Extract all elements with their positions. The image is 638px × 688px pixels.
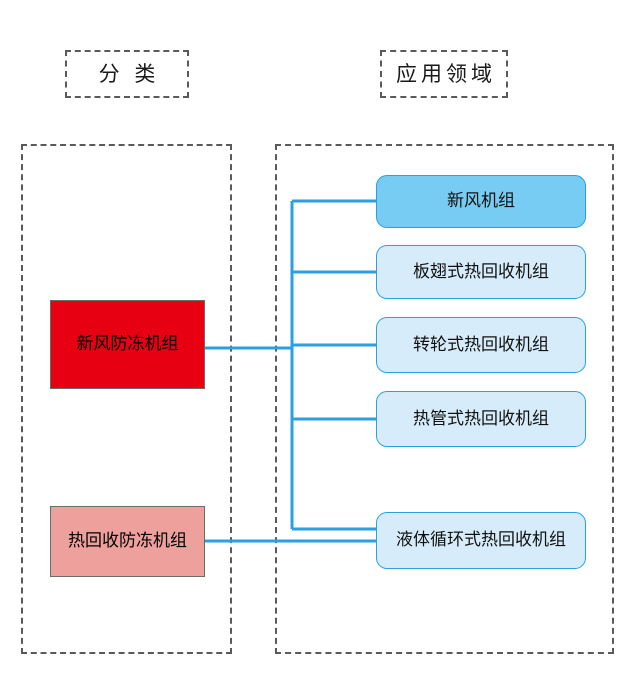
- application-label-0: 新风机组: [447, 191, 515, 211]
- application-box-3[interactable]: 热管式热回收机组: [376, 391, 586, 447]
- header-classification-label: 分 类: [98, 61, 160, 86]
- category-label-heat-recovery: 热回收防冻机组: [68, 531, 187, 551]
- application-box-4[interactable]: 液体循环式热回收机组: [376, 512, 586, 569]
- application-label-3: 热管式热回收机组: [413, 408, 549, 429]
- category-box-fresh-air[interactable]: 新风防冻机组: [50, 300, 205, 389]
- application-box-1[interactable]: 板翅式热回收机组: [376, 245, 586, 299]
- application-box-0[interactable]: 新风机组: [376, 175, 586, 228]
- column-container-application: [275, 144, 614, 654]
- application-box-2[interactable]: 转轮式热回收机组: [376, 317, 586, 373]
- application-label-2: 转轮式热回收机组: [413, 334, 549, 355]
- column-container-classification: [21, 144, 232, 654]
- header-classification: 分 类: [65, 50, 189, 98]
- header-application: 应用领域: [380, 50, 508, 98]
- application-label-4: 液体循环式热回收机组: [396, 530, 566, 550]
- header-application-label: 应用领域: [396, 61, 496, 86]
- category-label-fresh-air: 新风防冻机组: [76, 334, 179, 354]
- application-label-1: 板翅式热回收机组: [413, 261, 549, 282]
- category-box-heat-recovery[interactable]: 热回收防冻机组: [50, 506, 205, 577]
